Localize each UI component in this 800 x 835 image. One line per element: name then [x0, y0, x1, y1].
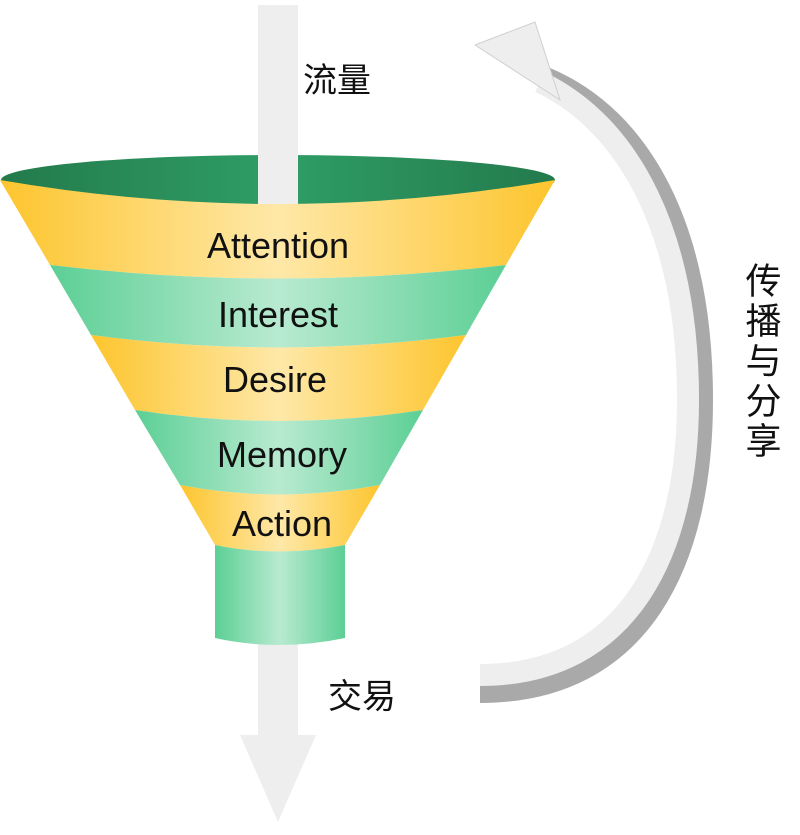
band-action [180, 485, 380, 552]
stage-label-action: Action [232, 503, 332, 544]
stage-label-interest: Interest [218, 294, 338, 335]
band-attention [0, 180, 555, 279]
funnel-spout [215, 545, 345, 645]
stage-label-memory: Memory [217, 434, 347, 475]
share-cycle-arrow [473, 21, 714, 703]
traffic-label: 流量 [303, 61, 371, 101]
band-desire [91, 335, 466, 421]
transaction-label: 交易 [328, 677, 396, 717]
stage-label-desire: Desire [223, 359, 327, 400]
stage-label-attention: Attention [207, 225, 349, 266]
band-memory [135, 410, 423, 495]
share-label: 传播与分享 [740, 262, 782, 462]
band-interest [50, 265, 506, 348]
